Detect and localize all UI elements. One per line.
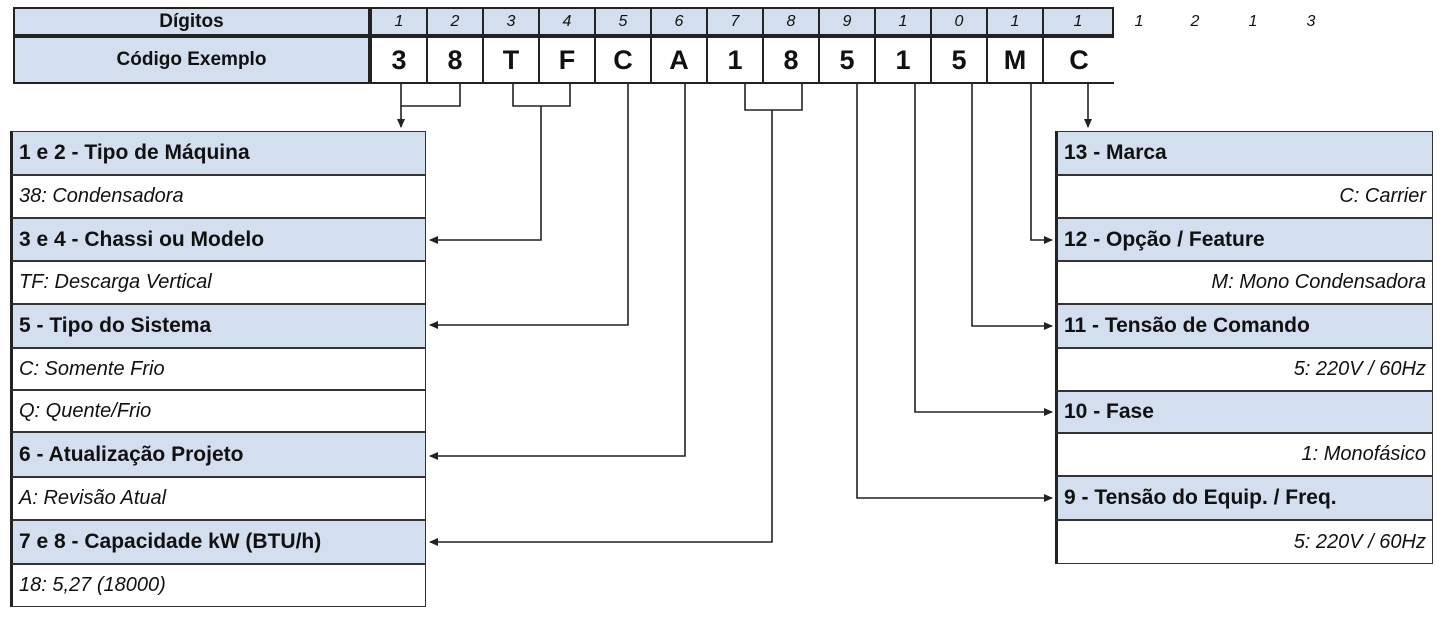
section-value: C: Somente Frio [10, 348, 426, 390]
connector-3-4-arrow [429, 106, 542, 244]
digit-overflow: 2 [1190, 12, 1200, 30]
connector-10-arrow [914, 84, 1053, 416]
connector-6-arrow [429, 84, 686, 460]
digit-overflow: 3 [1306, 12, 1316, 30]
connector-7-8-arrow [429, 110, 773, 546]
digit-cell: 7 [706, 7, 764, 36]
code-cell: C [594, 36, 652, 84]
section-title-design-update: 6 - Atualização Projeto [10, 432, 426, 477]
section-title-system-type: 5 - Tipo do Sistema [10, 304, 426, 348]
digit-overflow: 1 [1134, 12, 1144, 30]
digit-cell: 9 [818, 7, 876, 36]
digit-cell: 1 [370, 7, 428, 36]
section-title-brand: 13 - Marca [1055, 131, 1433, 175]
code-cell: A [650, 36, 708, 84]
section-value: 5: 220V / 60Hz [1055, 348, 1433, 391]
section-value: Q: Quente/Frio [10, 390, 426, 432]
connector-12-arrow [1030, 84, 1053, 244]
section-title-phase: 10 - Fase [1055, 391, 1433, 433]
digit-cell: 1 [986, 7, 1044, 36]
connector-9-arrow [856, 84, 1053, 502]
digits-header: Dígitos [13, 7, 370, 36]
section-value: 1: Monofásico [1055, 433, 1433, 476]
section-title-control-voltage: 11 - Tensão de Comando [1055, 304, 1433, 348]
code-cell: C [1042, 36, 1114, 84]
section-title-equipment-voltage: 9 - Tensão do Equip. / Freq. [1055, 476, 1433, 520]
section-value: 5: 220V / 60Hz [1055, 520, 1433, 564]
connector-11-arrow [971, 84, 1053, 330]
digit-cell: 1 [1042, 7, 1114, 36]
connector-1-2 [400, 84, 461, 107]
section-title-capacity: 7 e 8 - Capacidade kW (BTU/h) [10, 520, 426, 564]
connector-5-arrow [429, 84, 629, 329]
code-cell: 5 [818, 36, 876, 84]
section-title-machine-type: 1 e 2 - Tipo de Máquina [10, 131, 426, 175]
code-cell: T [482, 36, 540, 84]
digit-cell: 5 [594, 7, 652, 36]
section-value: 18: 5,27 (18000) [10, 564, 426, 607]
example-code-header: Código Exemplo [13, 36, 370, 84]
connector-7-8 [744, 84, 803, 111]
digit-overflow: 1 [1248, 12, 1258, 30]
connector-3-4 [512, 84, 571, 107]
section-value: M: Mono Condensadora [1055, 261, 1433, 304]
digit-cell: 4 [538, 7, 596, 36]
section-value: C: Carrier [1055, 175, 1433, 218]
section-value: TF: Descarga Vertical [10, 261, 426, 304]
section-value: A: Revisão Atual [10, 477, 426, 520]
section-value: 38: Condensadora [10, 175, 426, 218]
code-cell: 3 [370, 36, 428, 84]
section-title-option-feature: 12 - Opção / Feature [1055, 218, 1433, 261]
section-title-chassis-model: 3 e 4 - Chassi ou Modelo [10, 218, 426, 261]
digit-cell: 8 [762, 7, 820, 36]
digit-cell: 0 [930, 7, 988, 36]
